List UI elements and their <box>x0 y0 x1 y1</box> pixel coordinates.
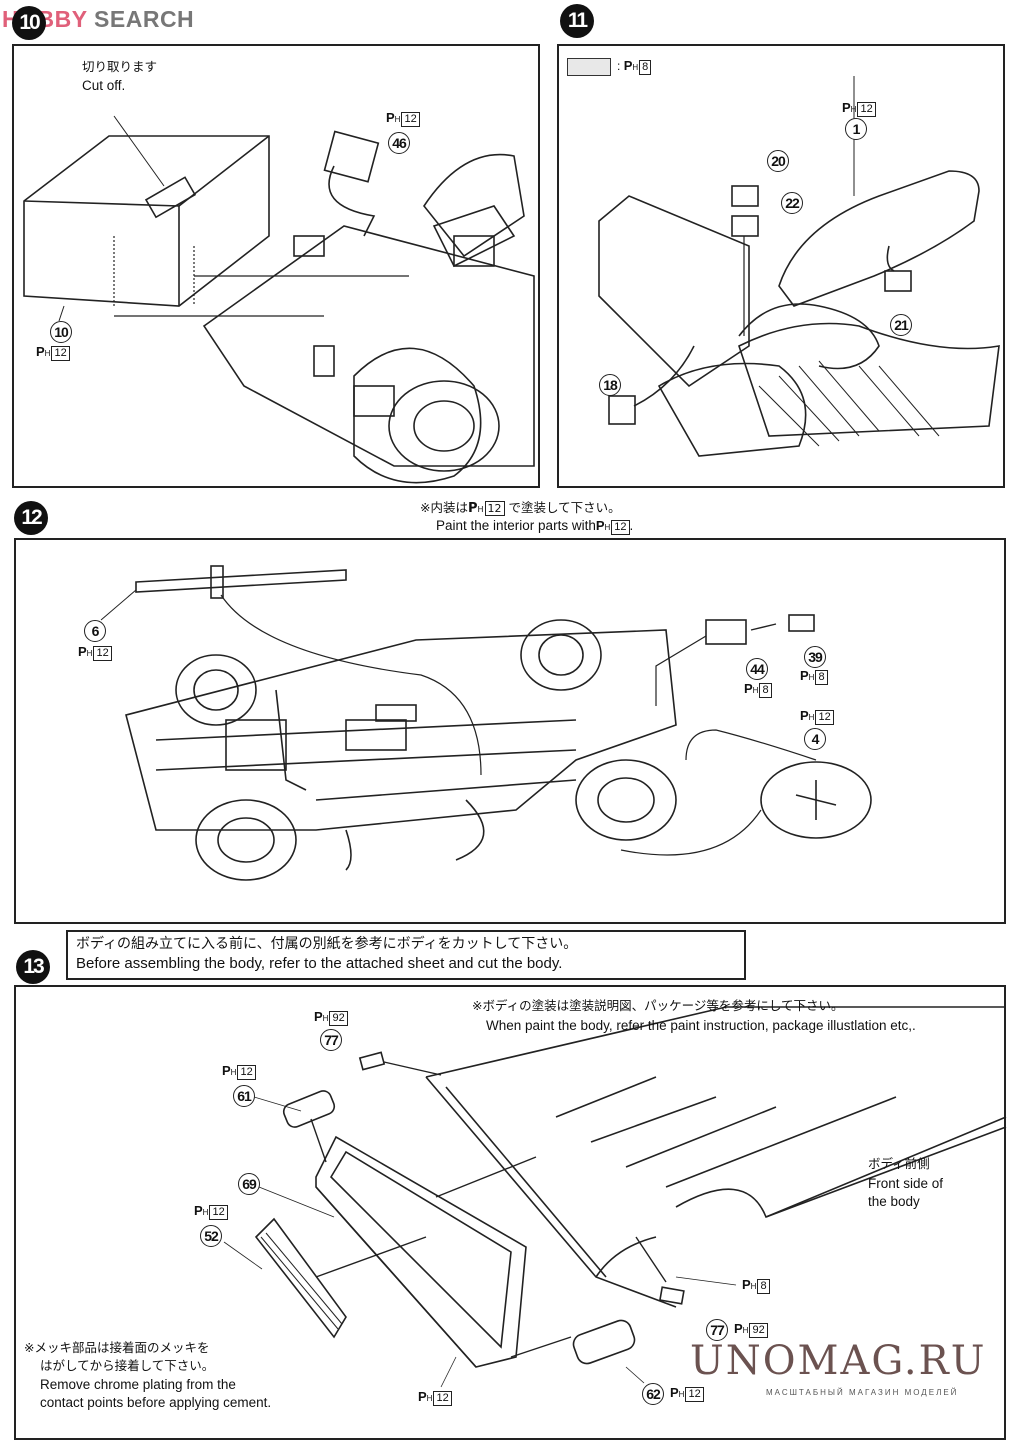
cut-off-label-jp: 切り取ります <box>82 59 158 74</box>
step-11-illustration <box>598 76 1000 457</box>
body-paint-note-en: When paint the body, refer the paint ins… <box>486 1018 916 1033</box>
part-number-10: 10 <box>50 321 72 343</box>
body-cut-instruction-box: ボディの組み立てに入る前に、付属の別紙を参考にボディをカットして下さい。 Bef… <box>66 930 746 980</box>
step-number-10: 10 <box>12 6 46 40</box>
chrome-note-jp-2: はがしてから接着して下さい。 <box>40 1358 215 1373</box>
body-paint-note-jp: ※ボディの塗装は塗装説明図、パッケージ等を参考にして下さい。 <box>472 998 844 1013</box>
front-side-label-en-1: Front side of <box>868 1176 944 1191</box>
part-number-39: 39 <box>804 646 826 668</box>
part-number-6: 6 <box>84 620 106 642</box>
step-number-12: 12 <box>14 501 48 535</box>
chrome-note-jp-1: ※メッキ部品は接着面のメッキを <box>24 1340 210 1355</box>
cut-off-label-en: Cut off. <box>82 78 126 93</box>
front-side-label-jp: ボディ前側 <box>868 1156 930 1171</box>
step-number-13: 13 <box>16 950 50 984</box>
part-number-61: 61 <box>233 1085 255 1107</box>
front-side-label-en-2: the body <box>868 1194 920 1209</box>
part-number-69: 69 <box>238 1173 260 1195</box>
step-13-panel: ※ボディの塗装は塗装説明図、パッケージ等を参考にして下さい。 When pain… <box>14 985 1007 1440</box>
part-number-20: 20 <box>767 150 789 172</box>
part-number-18: 18 <box>599 374 621 396</box>
part-number-44: 44 <box>746 658 768 680</box>
unomag-watermark: UNOMAG.RU <box>690 1338 987 1384</box>
chrome-note-en-2: contact points before applying cement. <box>40 1395 272 1410</box>
part-number-4: 4 <box>804 728 826 750</box>
body-cut-instruction-jp: ボディの組み立てに入る前に、付属の別紙を参考にボディをカットして下さい。 <box>76 936 578 952</box>
part-number-62: 62 <box>642 1383 664 1405</box>
unomag-tagline: МАСШТАБНЫЙ МАГАЗИН МОДЕЛЕЙ <box>766 1388 959 1397</box>
part-number-46: 46 <box>388 132 410 154</box>
part-number-52: 52 <box>200 1225 222 1247</box>
part-number-21: 21 <box>890 314 912 336</box>
paint-legend-swatch <box>567 58 611 76</box>
chrome-note-en-1: Remove chrome plating from the <box>40 1377 236 1392</box>
part-number-77-top: 77 <box>320 1029 342 1051</box>
step-12-illustration <box>100 565 872 881</box>
part-number-22: 22 <box>781 192 803 214</box>
part-number-1: 1 <box>845 118 867 140</box>
step-10-illustration <box>23 115 535 484</box>
step-number-11: 11 <box>560 4 594 38</box>
step-13-illustration <box>223 1006 1007 1388</box>
body-cut-instruction-en: Before assembling the body, refer to the… <box>76 955 563 972</box>
part-number-77-bottom: 77 <box>706 1319 728 1341</box>
